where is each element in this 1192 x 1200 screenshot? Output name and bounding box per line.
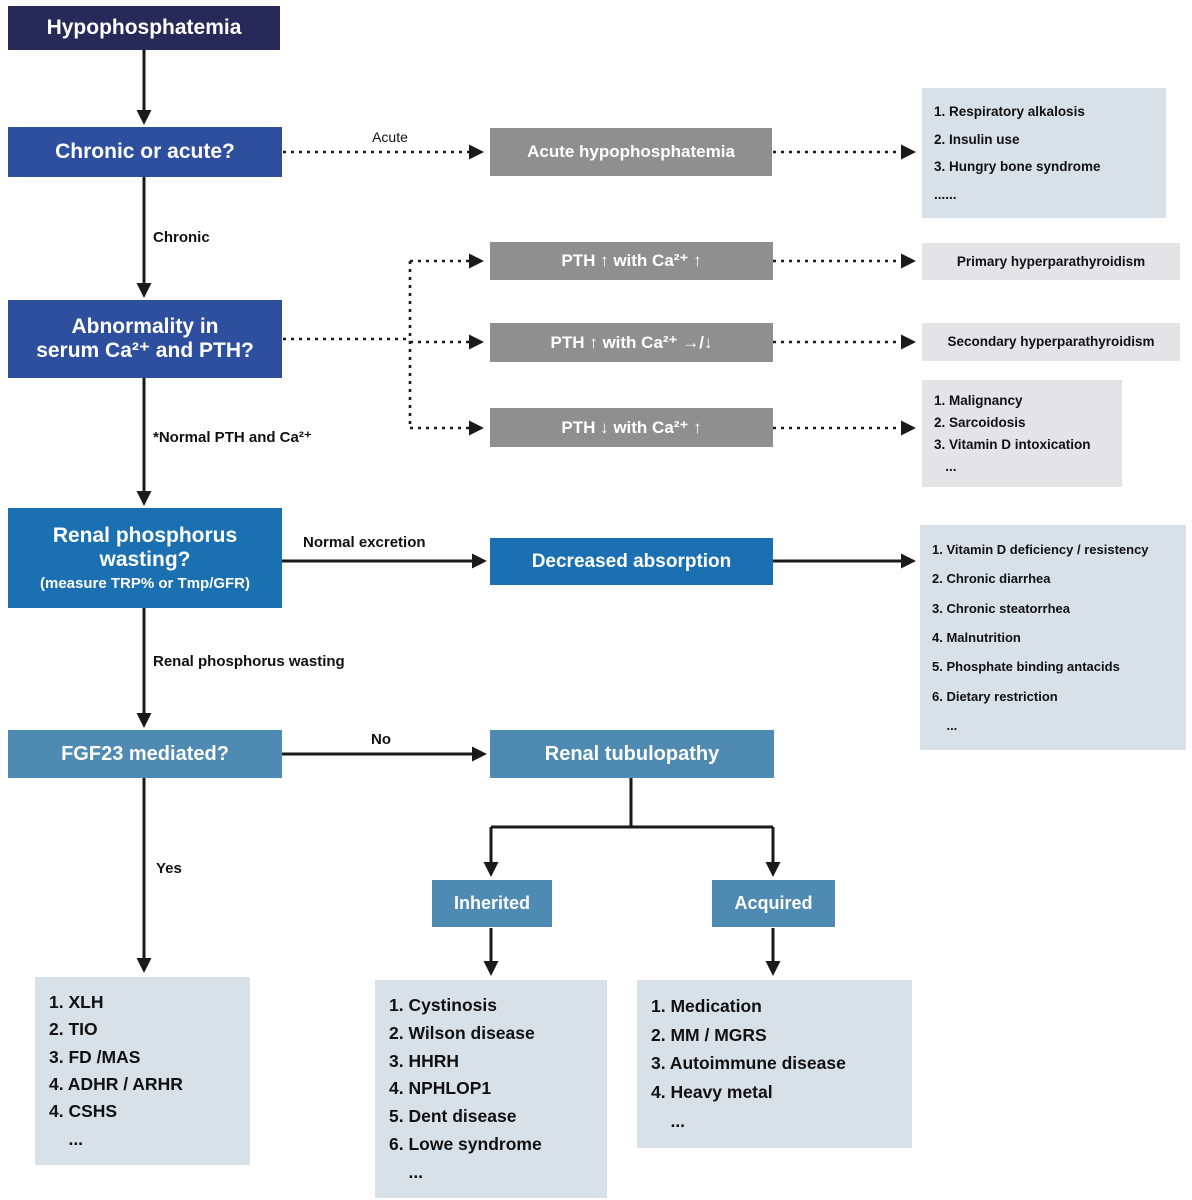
list-item: 1. Malignancy [934,393,1023,409]
node-renal-tubulopathy: Renal tubulopathy [490,730,774,778]
renal-wasting-line2: wasting? [99,548,191,572]
edge-label-no: No [371,731,391,748]
list-item: 2. MM / MGRS [651,1024,767,1045]
list-item: 3. Chronic steatorrhea [932,600,1070,616]
list-item: ... [49,1128,84,1149]
renal-wasting-measure: (measure TRP% or Tmp/GFR) [39,574,251,592]
list-item: 3. Vitamin D intoxication [934,436,1091,452]
node-acute-hypophosphatemia: Acute hypophosphatemia [490,128,772,176]
line-tubulopathy-split [491,778,773,829]
list-item: 4. Heavy metal [651,1082,773,1103]
list-item: 2. TIO [49,1019,98,1040]
list-item: ... [932,717,958,733]
list-item: 6. Dietary restriction [932,688,1058,704]
dash-abnormality-elbow [283,261,412,428]
edge-label-chronic: Chronic [153,229,210,246]
edge-label-yes: Yes [156,860,182,877]
list-item: 1. Medication [651,995,762,1016]
list-item: 6. Lowe syndrome [389,1133,542,1154]
list-item: 5. Phosphate binding antacids [932,659,1120,675]
absorption-causes-list: 1. Vitamin D deficiency / resistency 2. C… [920,525,1186,750]
node-pth-low-ca-high: PTH ↓ with Ca²⁺ ↑ [490,408,773,447]
abnormality-line1: Abnormality in [71,314,219,338]
list-item: 4. NPHLOP1 [389,1078,492,1099]
list-item: 4. ADHR / ARHR [49,1074,183,1095]
list-item: 1. XLH [49,992,104,1013]
list-item: ... [651,1111,686,1132]
fgf23-causes-list: 1. XLH 2. TIO 3. FD /MAS 4. ADHR / ARHR 4. C… [35,977,250,1165]
list-item: 3. FD /MAS [49,1046,141,1067]
node-pth-high-ca-high: PTH ↑ with Ca²⁺ ↑ [490,242,773,280]
list-item: 3. Autoimmune disease [651,1053,846,1074]
renal-wasting-line1: Renal phosphorus [52,524,238,548]
list-item: 4. Malnutrition [932,629,1021,645]
edge-label-renal-phosphorus-wasting: Renal phosphorus wasting [153,653,345,670]
list-item: 2. Sarcoidosis [934,415,1026,431]
list-item: ... [934,458,957,474]
list-item: ... [389,1161,424,1182]
list-item: 2. Chronic diarrhea [932,571,1051,587]
list-item: 4. CSHS [49,1101,118,1122]
pth-low-causes-list: 1. Malignancy 2. Sarcoidosis 3. Vitamin D … [922,380,1122,487]
node-acquired: Acquired [712,880,835,927]
acquired-causes-list: 1. Medication 2. MM / MGRS 3. Autoimmune d… [637,980,912,1148]
list-item: ...... [934,186,957,202]
inherited-causes-list: 1. Cystinosis 2. Wilson disease 3. HHRH 4. … [375,980,607,1198]
list-item: 3. Hungry bone syndrome [934,159,1101,175]
list-item: 1. Respiratory alkalosis [934,104,1085,120]
list-item: 2. Insulin use [934,131,1020,147]
abnormality-line2: serum Ca²⁺ and PTH? [36,339,254,362]
list-item: 5. Dent disease [389,1106,517,1127]
node-secondary-hyperparathyroidism: Secondary hyperparathyroidism [922,323,1180,361]
list-item: 2. Wilson disease [389,1023,535,1044]
node-fgf23-mediated: FGF23 mediated? [8,730,282,778]
node-hypophosphatemia: Hypophosphatemia [8,6,280,50]
node-decreased-absorption: Decreased absorption [490,538,773,585]
node-inherited: Inherited [432,880,552,927]
list-item: 1. Cystinosis [389,995,497,1016]
acute-causes-list: 1. Respiratory alkalosis 2. Insulin use 3.… [922,88,1166,218]
node-abnormality: Abnormality in serum Ca²⁺ and PTH? [8,300,282,378]
list-item: 3. HHRH [389,1050,460,1071]
node-primary-hyperparathyroidism: Primary hyperparathyroidism [922,243,1180,280]
node-pth-high-ca-normal-low: PTH ↑ with Ca²⁺ →/↓ [490,323,773,362]
list-item: 1. Vitamin D deficiency / resistency [932,542,1149,558]
edge-label-normal-pth-ca: *Normal PTH and Ca²⁺ [153,429,312,446]
edge-label-normal-excretion: Normal excretion [303,534,426,551]
node-chronic-or-acute: Chronic or acute? [8,127,282,177]
node-renal-wasting: Renal phosphorus wasting? (measure TRP% … [8,508,282,608]
edge-label-acute: Acute [372,129,408,145]
